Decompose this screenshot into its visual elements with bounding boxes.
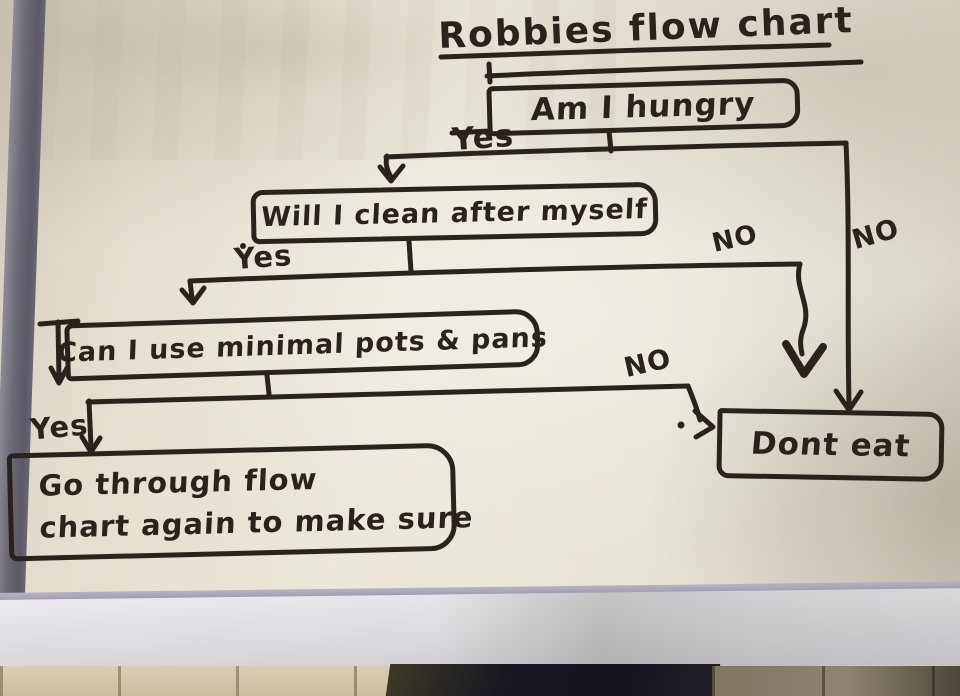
node-label: Will I clean after myself	[260, 193, 649, 233]
arrowhead-to-pots	[179, 285, 207, 306]
ink-dot	[240, 243, 246, 249]
edge-label-hungry-yes: Yes	[450, 117, 516, 159]
arrowhead-pots-no	[692, 408, 716, 440]
title-underline	[438, 42, 832, 60]
node-go-through-again: Go through flow chart again to make sure	[6, 442, 474, 562]
node-label: Dont eat	[749, 425, 912, 465]
arrowhead-pots-yes	[79, 434, 103, 455]
floor-tiles-right	[712, 666, 960, 696]
ink-dot	[677, 421, 685, 429]
arrowhead-stray	[48, 365, 70, 386]
edge-label-pots-yes: Yes	[28, 407, 90, 447]
node-label: Can I use minimal pots & pans	[56, 321, 549, 369]
eraser-smudge	[36, 0, 616, 160]
node-label: Am I hungry	[530, 85, 757, 129]
arrowhead-to-clean	[377, 163, 406, 184]
edge-label-clean-yes: Yes	[232, 238, 294, 276]
arrowhead-hungry-no	[833, 388, 864, 413]
node-label-line1: Go through flow	[37, 461, 319, 503]
node-dont-eat: Dont eat	[716, 408, 945, 482]
node-am-i-hungry: Am I hungry	[486, 77, 801, 137]
arrowhead-clean-no	[782, 340, 827, 378]
node-will-i-clean: Will I clean after myself	[250, 181, 659, 245]
